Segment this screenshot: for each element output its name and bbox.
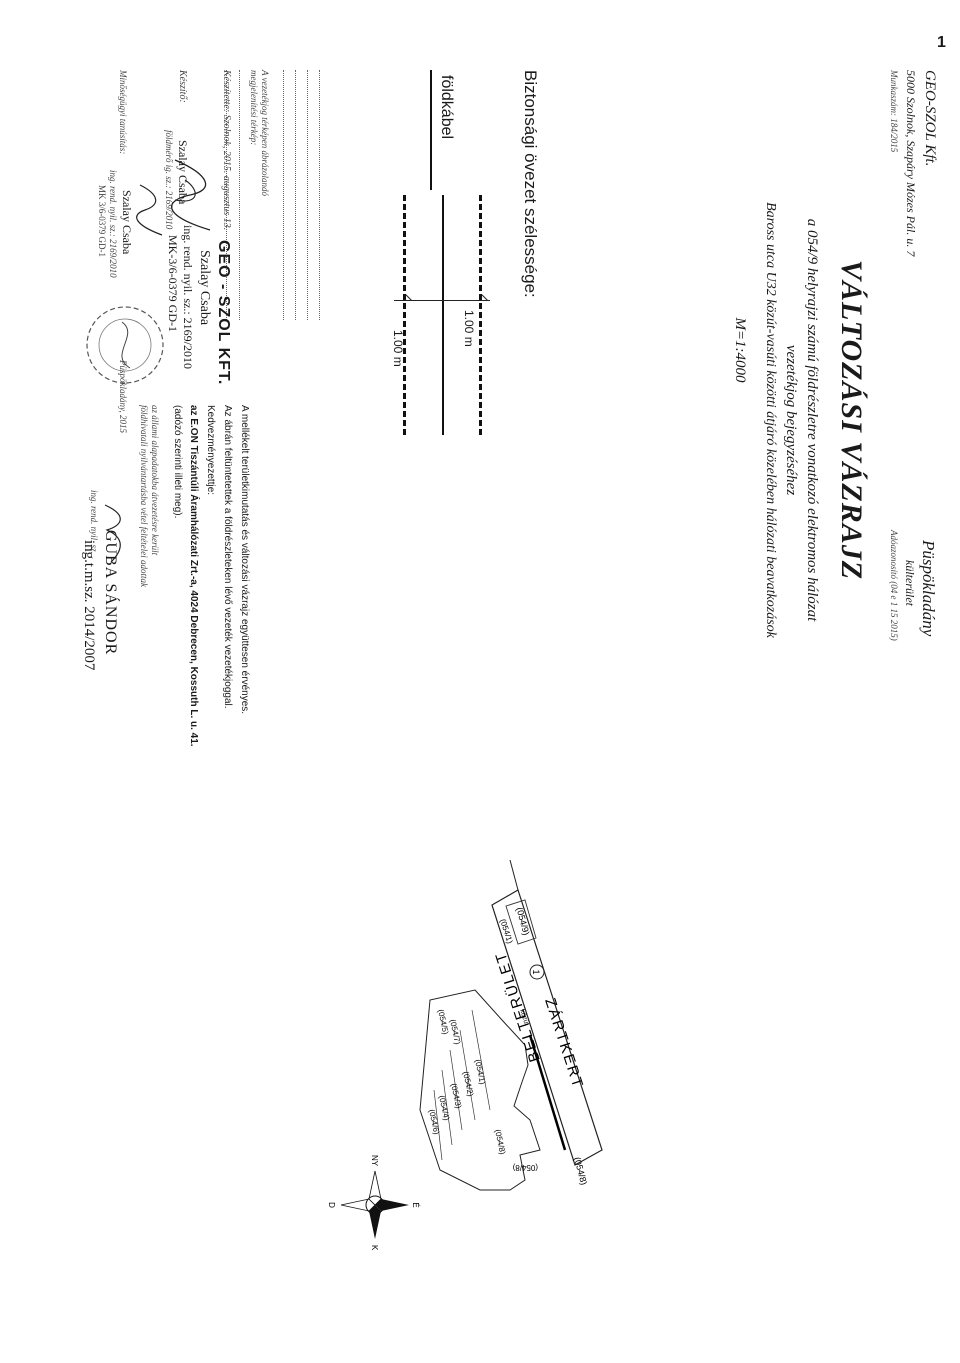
- statement-3: Kedvezményezettje:: [205, 405, 216, 496]
- approval-date: Püspökladány, 2015: [118, 360, 128, 433]
- authority-id: MK 3/6-0379 GD-1: [97, 185, 107, 257]
- signature-guba: [104, 504, 121, 563]
- cable-route: [528, 1034, 567, 1151]
- compass-e: K: [370, 1245, 379, 1251]
- work-number: Munkaszám: 184/2015: [889, 70, 899, 153]
- zone-label-bottom: BELTERÜLET: [491, 949, 544, 1064]
- company-address: 5000 Szolnok, Szapáry Mózes Pál. u. 7: [904, 70, 918, 257]
- note-line-1: [319, 70, 320, 320]
- approval-line-2: földhivatali nyilvántartásba vétel felté…: [139, 405, 149, 587]
- statement-2: Az ábrán feltüntetettek a földrészleteke…: [222, 405, 233, 709]
- legend-heading: Biztonsági övezet szélessége:: [521, 70, 540, 298]
- note-text-2: megjelenítési térkép:: [249, 70, 259, 146]
- subtitle-line2: vezetékjog bejegyzéséhez: [783, 344, 799, 496]
- parcel-label-1: (054/1): [473, 1059, 487, 1086]
- signature-authority: [136, 184, 163, 236]
- parcel-label-2: (054/2): [461, 1071, 475, 1098]
- stamp-company: GEO - SZOL KFT.: [215, 240, 232, 386]
- parcel-label-8: (054/8): [493, 1129, 507, 1156]
- parcel-label-end: (054/8): [572, 1156, 589, 1186]
- parcel-label-4: (054/4): [437, 1095, 451, 1122]
- authority-label: Minőségügyi tanúsítás:: [118, 70, 128, 155]
- subtitle-line3: Baross utca U32 közút-vasúti közötti átj…: [763, 202, 778, 638]
- note-line-4: [283, 70, 284, 320]
- approval-name: GUBA SÁNDOR: [102, 530, 119, 656]
- reference-number: Adóazonosító (04 e 1 15 2015): [889, 530, 899, 641]
- compass-n: É: [411, 1202, 420, 1207]
- compass-rose: É D K NY: [327, 1155, 420, 1251]
- authority-reg: ing. rend. nyil. sz.: 2169/2010: [108, 170, 118, 278]
- company-name: GEO-SZOL Kft.: [922, 70, 938, 167]
- note-line-3: [295, 70, 296, 320]
- note-line-5: [239, 70, 240, 320]
- parcel-label-3: (054/3): [449, 1083, 463, 1110]
- dimension-tick-top: [475, 294, 489, 307]
- legend-label-cable: földkábel: [438, 75, 455, 140]
- statement-1: A mellékelt területkimutatás és változás…: [239, 405, 250, 715]
- parcel-label-top: (054/9): [514, 906, 531, 936]
- dimension-label-top: 1.00 m: [462, 310, 476, 347]
- dimension-label-bottom: 1.00 m: [391, 330, 405, 367]
- note-line-2: [307, 70, 308, 320]
- parcel-map: (054/9) (054/1) (054/2) (054/3) (054/4) …: [327, 860, 603, 1251]
- stamp-name: Szalay Csaba: [197, 250, 212, 326]
- subtitle-line1: a 054/9 helyrajzi számú földrészletre vo…: [804, 218, 820, 622]
- marker-number: 1: [531, 969, 541, 974]
- stamp-reg: ing. rend. nyil. sz.: 2169/2010: [181, 225, 195, 369]
- signature-szalay: [171, 159, 211, 231]
- end-parcel-top: [505, 899, 537, 945]
- statement-5: (adózó szerinti illeti meg).: [172, 405, 183, 519]
- parcel-block: [419, 989, 541, 1191]
- prepared-role: Készítő:: [177, 70, 188, 103]
- zone-boundary-top: [479, 195, 482, 435]
- zone-label-top: ZÁRTKERT: [541, 996, 586, 1091]
- marker-circle: [529, 964, 545, 980]
- parcel-label-left: (054/8): [512, 1163, 538, 1172]
- round-seal: [86, 306, 164, 384]
- area-type: külterület: [903, 560, 917, 606]
- compass-w: NY: [370, 1155, 379, 1167]
- statement-4: az E.ON Tiszántúli Áramhálózati Zrt.-a, …: [188, 405, 199, 747]
- road-label: közút: [518, 1008, 530, 1026]
- page-marker: 1: [937, 34, 946, 51]
- parcel-label-5: (054/5): [436, 1009, 450, 1036]
- note-text-1: A vezetékjog térképen ábrázolandó: [260, 70, 270, 197]
- parcel-label-6: (054/6): [427, 1109, 441, 1136]
- approval-reg: ing.t.m.sz. 2014/2007: [81, 540, 97, 671]
- legend-underline: [430, 70, 432, 190]
- compass-s: D: [327, 1202, 336, 1208]
- corridor-strip: [491, 889, 603, 1166]
- scale: M=1:4000: [732, 317, 748, 383]
- municipality: Püspökladány: [919, 540, 938, 637]
- zone-boundary-bottom: [403, 195, 406, 435]
- approval-line-1: az állami alapadatokba átvezetésre kerül…: [150, 405, 160, 556]
- dimension-tick-bottom: [399, 294, 413, 307]
- cable-line: [442, 195, 444, 435]
- main-title: VÁLTOZÁSI VÁZRAJZ: [835, 259, 868, 581]
